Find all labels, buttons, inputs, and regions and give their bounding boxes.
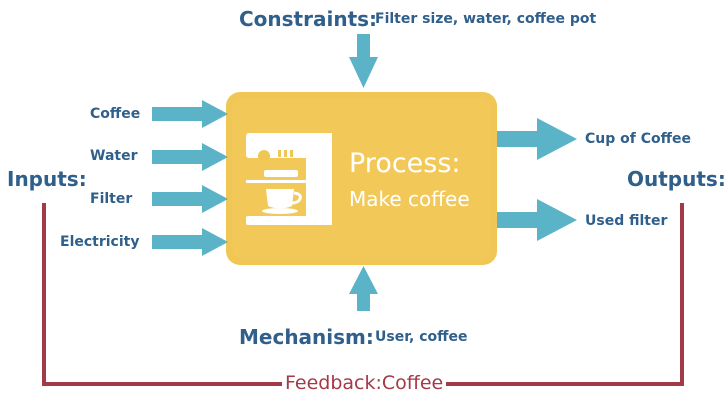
output-arrow-cup [497,118,577,160]
feedback-label: Feedback:Coffee [282,372,447,394]
outputs-heading: Outputs: [627,167,726,191]
coffee-machine-icon [246,133,332,225]
input-label-water: Water [90,148,138,164]
input-arrow-filter [152,185,228,213]
input-arrow-electricity [152,228,228,256]
input-arrow-coffee [152,100,228,128]
constraint-arrow [349,34,378,88]
input-label-coffee: Coffee [90,106,141,122]
input-label-electricity: Electricity [60,234,140,250]
input-arrow-water [152,143,228,171]
inputs-heading: Inputs: [7,167,87,191]
input-label-filter: Filter [90,191,133,207]
constraints-value: Filter size, water, coffee pot [375,11,597,27]
process-title: Process: [349,148,461,179]
mechanism-heading: Mechanism: [239,325,374,349]
process-subtitle: Make coffee [349,187,470,211]
constraints-heading: Constraints: [239,7,378,31]
output-label-used-filter: Used filter [585,213,668,229]
output-label-cup: Cup of Coffee [585,131,691,147]
mechanism-value: User, coffee [375,329,468,345]
mechanism-arrow [349,266,378,311]
output-arrow-filter [497,199,577,241]
